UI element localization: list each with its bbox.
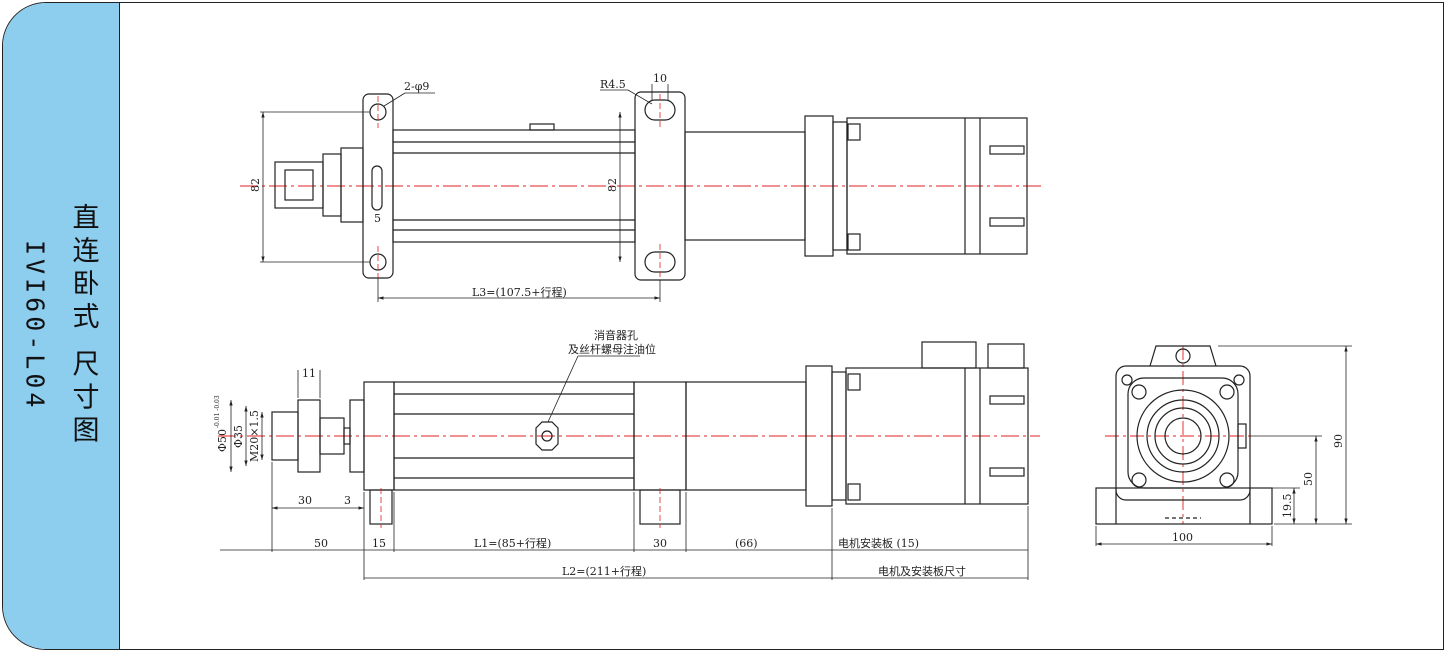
end-view [1095,345,1352,546]
dim-19-5: 19.5 [1281,494,1294,519]
dim-3: 3 [344,494,351,507]
l3-dimension: L3=(107.5+行程) [472,286,567,299]
l1-dimension: L1=(85+行程) [474,537,551,550]
dim-30-mid: 30 [653,537,667,550]
dim-66: (66) [735,537,758,550]
top-view-labels: 2-φ9 R4.5 10 82 82 5 L3=(107.5+行程) [249,72,667,299]
side-view [218,341,1040,580]
note-line-2: 及丝杆螺母注油位 [568,342,656,356]
dim-phi50: Φ50 [216,429,229,452]
side-view-labels: 消音器孔 及丝杆螺母注油位 11 Φ50 -0.01 -0.03 Φ35 M20… [214,328,966,578]
top-view [240,84,1045,302]
dim-50-end: 50 [1302,472,1315,486]
dim-11: 11 [302,367,316,380]
dim-30-left: 30 [298,494,312,507]
motor-dimension-label: 电机及安装板尺寸 [878,564,966,578]
dim-thread: M20×1.5 [248,410,261,462]
motor-plate-label: 电机安装板 (15) [838,536,919,550]
height-label-left: 82 [249,178,262,192]
dim-15: 15 [372,537,386,550]
end-view-labels: 100 90 50 19.5 [1172,434,1345,544]
model-number: IVI60-L04 [20,240,50,412]
dim-100: 100 [1172,531,1193,544]
dim-tolerance: -0.01 -0.03 [214,395,221,428]
note-line-1: 消音器孔 [594,328,638,342]
slot-5-label: 5 [374,212,381,225]
slot-width-label: 10 [653,72,667,85]
height-label-mid: 82 [606,178,619,192]
dim-phi35: Φ35 [232,425,245,448]
l2-dimension: L2=(211+行程) [562,565,646,578]
dim-90: 90 [1332,434,1345,448]
drawing-title: 直连卧式 尺寸图 [67,203,99,449]
radius-label: R4.5 [600,78,626,91]
dim-50: 50 [314,537,328,550]
sidebar: 直连卧式 尺寸图 IVI60-L04 [3,3,120,649]
holes-label: 2-φ9 [404,80,429,93]
